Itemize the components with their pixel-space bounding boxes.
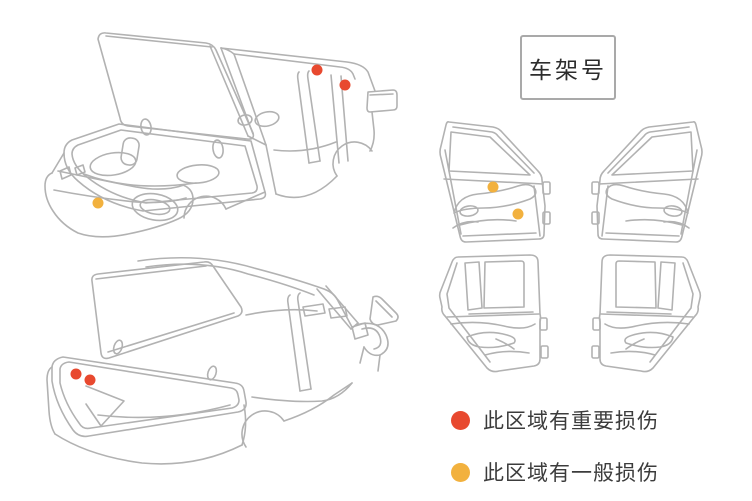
door-rear-left-diagram[interactable] — [436, 252, 550, 378]
frame-number-box[interactable]: 车架号 — [520, 35, 616, 100]
damage-marker-minor[interactable] — [487, 181, 499, 193]
damage-marker-major[interactable] — [84, 374, 96, 386]
door-front-right-diagram[interactable] — [590, 116, 706, 244]
damage-marker-minor[interactable] — [92, 197, 104, 209]
legend-item-minor-damage: 此区域有一般损伤 — [451, 457, 659, 487]
door-rear-right-diagram[interactable] — [590, 252, 704, 378]
car-body-rear-diagram[interactable] — [34, 255, 410, 495]
damage-marker-major[interactable] — [70, 368, 82, 380]
legend-label-major: 此区域有重要损伤 — [483, 410, 659, 433]
car-body-front-diagram[interactable] — [36, 22, 410, 245]
frame-number-label: 车架号 — [529, 56, 607, 83]
damage-marker-major[interactable] — [311, 64, 323, 76]
damage-marker-minor[interactable] — [512, 208, 524, 220]
major-damage-dot-icon — [451, 410, 470, 430]
legend-label-minor: 此区域有一般损伤 — [483, 462, 659, 485]
door-front-left-diagram[interactable] — [436, 116, 552, 244]
minor-damage-dot-icon — [451, 462, 470, 482]
legend-item-major-damage: 此区域有重要损伤 — [451, 405, 659, 435]
damage-marker-major[interactable] — [339, 79, 351, 91]
damage-legend: 此区域有重要损伤 此区域有一般损伤 — [451, 405, 659, 487]
